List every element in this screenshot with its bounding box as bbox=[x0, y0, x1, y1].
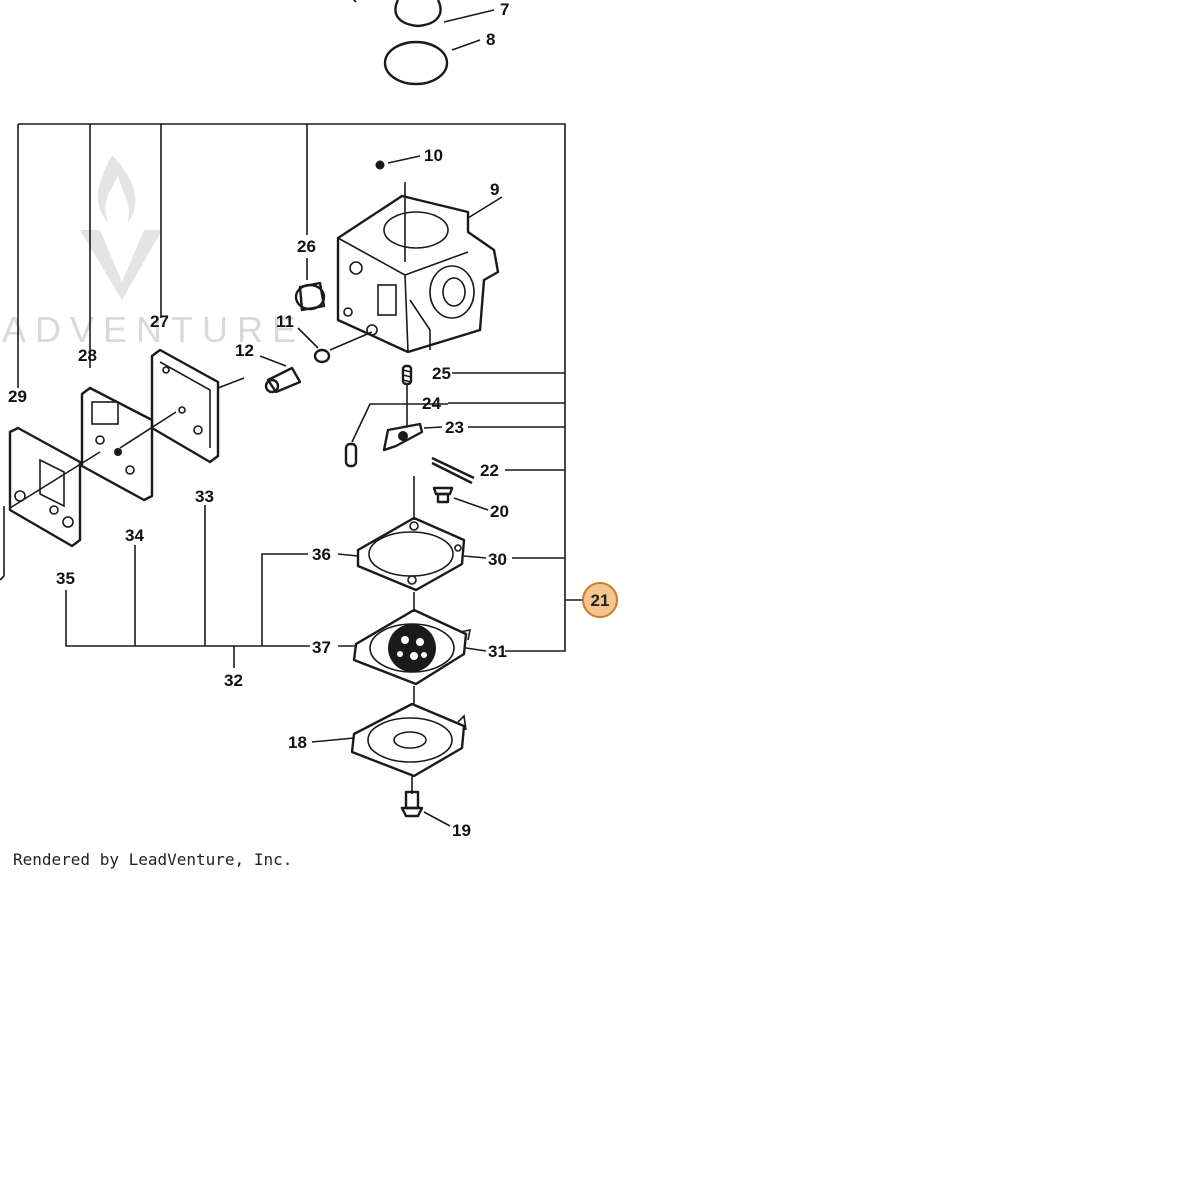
part-18-cover bbox=[350, 702, 467, 778]
part-22-shaft bbox=[431, 456, 475, 480]
callout-7[interactable]: 7 bbox=[500, 0, 509, 19]
part-19-screw bbox=[400, 790, 424, 818]
callout-28[interactable]: 28 bbox=[78, 346, 97, 365]
callout-30[interactable]: 30 bbox=[488, 550, 507, 569]
callout-36[interactable]: 36 bbox=[312, 545, 331, 564]
callout-27[interactable]: 27 bbox=[150, 312, 169, 331]
callout-22[interactable]: 22 bbox=[480, 461, 499, 480]
highlight-circle[interactable] bbox=[582, 582, 618, 618]
part-31-diaphragm bbox=[352, 608, 472, 686]
part-27-plate bbox=[150, 348, 220, 464]
callout-33[interactable]: 33 bbox=[195, 487, 214, 506]
callout-12[interactable]: 12 bbox=[235, 341, 254, 360]
part-8-o-ring bbox=[383, 40, 449, 86]
callout-8[interactable]: 8 bbox=[486, 30, 495, 49]
part-20-screw bbox=[432, 486, 454, 504]
part-29-gasket bbox=[0, 426, 82, 581]
callout-19[interactable]: 19 bbox=[452, 821, 471, 840]
callout-32[interactable]: 32 bbox=[224, 671, 243, 690]
part-25-spring bbox=[401, 364, 413, 386]
watermark-v-icon bbox=[80, 230, 162, 300]
part-10-screw bbox=[375, 160, 385, 170]
part-23-pivot bbox=[398, 431, 408, 441]
watermark-text: ADVENTURE bbox=[2, 309, 305, 350]
part-12-needle bbox=[264, 366, 302, 394]
callout-21[interactable]: 21 bbox=[591, 591, 610, 610]
part-11-nut bbox=[313, 348, 331, 364]
watermark-flame-icon bbox=[97, 155, 136, 222]
bracket-lines bbox=[17, 123, 584, 668]
callout-20[interactable]: 20 bbox=[490, 502, 509, 521]
callout-26[interactable]: 26 bbox=[297, 237, 316, 256]
part-28-plate bbox=[80, 386, 154, 502]
part-26-plug bbox=[294, 281, 326, 312]
callout-34[interactable]: 34 bbox=[125, 526, 144, 545]
watermark: ADVENTURE bbox=[2, 155, 305, 350]
callout-9[interactable]: 9 bbox=[490, 180, 499, 199]
callout-31[interactable]: 31 bbox=[488, 642, 507, 661]
callout-37[interactable]: 37 bbox=[312, 638, 331, 657]
callout-labels: 7 8 10 9 26 27 11 12 28 25 29 24 23 22 3… bbox=[8, 0, 509, 840]
part-9-carburetor-body bbox=[336, 194, 500, 354]
part-30-gasket bbox=[356, 516, 466, 592]
callout-35[interactable]: 35 bbox=[56, 569, 75, 588]
callout-24[interactable]: 24 bbox=[422, 394, 441, 413]
callout-29[interactable]: 29 bbox=[8, 387, 27, 406]
part-7-boot bbox=[352, 0, 442, 28]
callout-25[interactable]: 25 bbox=[432, 364, 451, 383]
part-23-lever bbox=[382, 422, 424, 452]
callout-11[interactable]: 11 bbox=[276, 312, 294, 331]
callout-10[interactable]: 10 bbox=[424, 146, 443, 165]
render-credit: Rendered by LeadVenture, Inc. bbox=[13, 850, 293, 869]
callout-23[interactable]: 23 bbox=[445, 418, 464, 437]
callout-18[interactable]: 18 bbox=[288, 733, 307, 752]
part-24-pin bbox=[344, 442, 358, 468]
callout-21-highlight[interactable]: 21 bbox=[582, 582, 618, 618]
